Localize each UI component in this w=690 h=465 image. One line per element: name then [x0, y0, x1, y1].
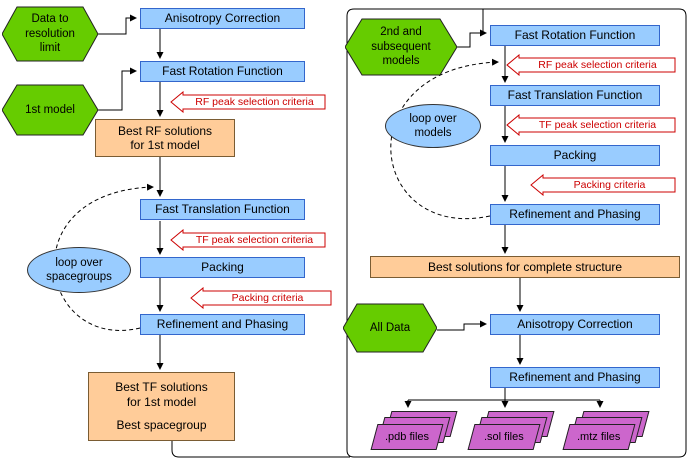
label-line: 1st model [25, 103, 75, 116]
label-line: loop over [55, 256, 103, 269]
input-data-resolution-label: Data to resolution limit [2, 6, 98, 62]
tf-criteria-label: TF peak selection criteria [538, 119, 657, 131]
packing-criteria-callout-1: Packing criteria [190, 287, 332, 309]
rf-criteria-label: RF peak selection criteria [538, 59, 657, 71]
tf-criteria-callout-1: TF peak selection criteria [170, 229, 326, 251]
file-card-front: .mtz files [562, 424, 636, 450]
criteria-arrow-shape [190, 287, 332, 309]
refinement-phasing-box-3: Refinement and Phasing [490, 367, 660, 388]
criteria-arrow-shape [170, 229, 326, 251]
refinement-phasing-box-2: Refinement and Phasing [490, 204, 660, 225]
file-card-front: .pdb files [370, 424, 444, 450]
label-line: models [382, 55, 420, 68]
label-line: subsequent [371, 40, 431, 53]
hexagon-shape [2, 6, 98, 62]
file-card-front: .sol files [467, 424, 541, 450]
input-subsequent-models-label: 2nd and subsequent models [345, 18, 457, 76]
input-data-resolution-hexagon: Data to resolution limit [2, 6, 98, 62]
refinement-phasing-box-1: Refinement and Phasing [140, 314, 305, 335]
input-all-data-hexagon: All Data [343, 303, 437, 353]
anisotropy-correction-box-2: Anisotropy Correction [490, 314, 660, 335]
input-subsequent-models-hexagon: 2nd and subsequent models [345, 18, 457, 76]
hexagon-polygon [2, 6, 98, 62]
hexagon-shape [2, 84, 98, 136]
hexagon-polygon [2, 84, 98, 136]
criteria-arrow-shape [170, 91, 326, 113]
label-line: 2nd and [380, 26, 422, 39]
packing-criteria-label: Packing criteria [573, 179, 646, 191]
label-line: loop over [409, 112, 457, 125]
best-rf-solutions-box: Best RF solutions for 1st model [95, 119, 235, 157]
input-first-model-hexagon: 1st model [2, 84, 98, 136]
pdb-files-stack: .pdb files [370, 411, 458, 453]
packing-criteria-callout-2: Packing criteria [530, 174, 676, 196]
label-line: models [414, 127, 452, 139]
label-line: resolution [25, 27, 75, 40]
best-tf-solutions-box: Best TF solutions for 1st model Best spa… [88, 372, 235, 441]
label-line: for 1st model [130, 138, 200, 152]
mtz-files-stack: .mtz files [562, 411, 650, 453]
loop-models-ellipse: loop over models [385, 104, 481, 148]
best-tf-to-outer-loop-connector [171, 441, 350, 458]
label-line: limit [39, 42, 61, 55]
fast-rotation-box-1: Fast Rotation Function [140, 61, 305, 82]
label-line: Data to [31, 13, 69, 26]
arrow-data-into-anisotropy1 [98, 14, 137, 35]
input-first-model-label: 1st model [2, 84, 98, 136]
label-line: Best RF solutions [117, 123, 213, 138]
best-complete-solutions-box: Best solutions for complete structure [370, 256, 680, 278]
rf-criteria-label: RF peak selection criteria [195, 96, 314, 108]
packing-box-1: Packing [140, 257, 305, 278]
criteria-arrow-polygon [170, 91, 326, 113]
label-line: spacegroups [46, 271, 112, 283]
rf-criteria-callout-2: RF peak selection criteria [506, 54, 676, 76]
label-line: Best spacegroup [116, 418, 207, 433]
rf-criteria-callout-1: RF peak selection criteria [170, 91, 326, 113]
sol-files-stack: .sol files [467, 411, 555, 453]
input-all-data-label: All Data [343, 303, 437, 353]
label-line: All Data [369, 321, 411, 334]
pdb-files-label: .pdb files [384, 431, 430, 443]
packing-box-2: Packing [490, 145, 660, 166]
fast-rotation-box-2: Fast Rotation Function [490, 25, 660, 46]
mtz-files-label: .mtz files [577, 431, 621, 443]
criteria-arrow-polygon [190, 287, 332, 309]
arrow-models2-into-rotation2 [457, 29, 487, 48]
arrow-model1-into-rotation1 [98, 67, 137, 111]
tf-criteria-label: TF peak selection criteria [195, 234, 314, 246]
sol-files-label: .sol files [484, 431, 524, 443]
loop-spacegroups-ellipse: loop over spacegroups [27, 247, 131, 293]
outer-loop-border [346, 8, 687, 458]
anisotropy-correction-box-1: Anisotropy Correction [140, 8, 305, 29]
fast-translation-box-2: Fast Translation Function [490, 85, 660, 106]
packing-criteria-label: Packing criteria [231, 292, 304, 304]
arrow-alldata-into-anisotropy2 [437, 320, 487, 331]
label-line: Best TF solutions [115, 380, 208, 395]
fast-translation-box-1: Fast Translation Function [140, 199, 305, 220]
tf-criteria-callout-2: TF peak selection criteria [506, 114, 676, 136]
label-line: for 1st model [126, 394, 197, 409]
criteria-arrow-polygon [170, 229, 326, 251]
